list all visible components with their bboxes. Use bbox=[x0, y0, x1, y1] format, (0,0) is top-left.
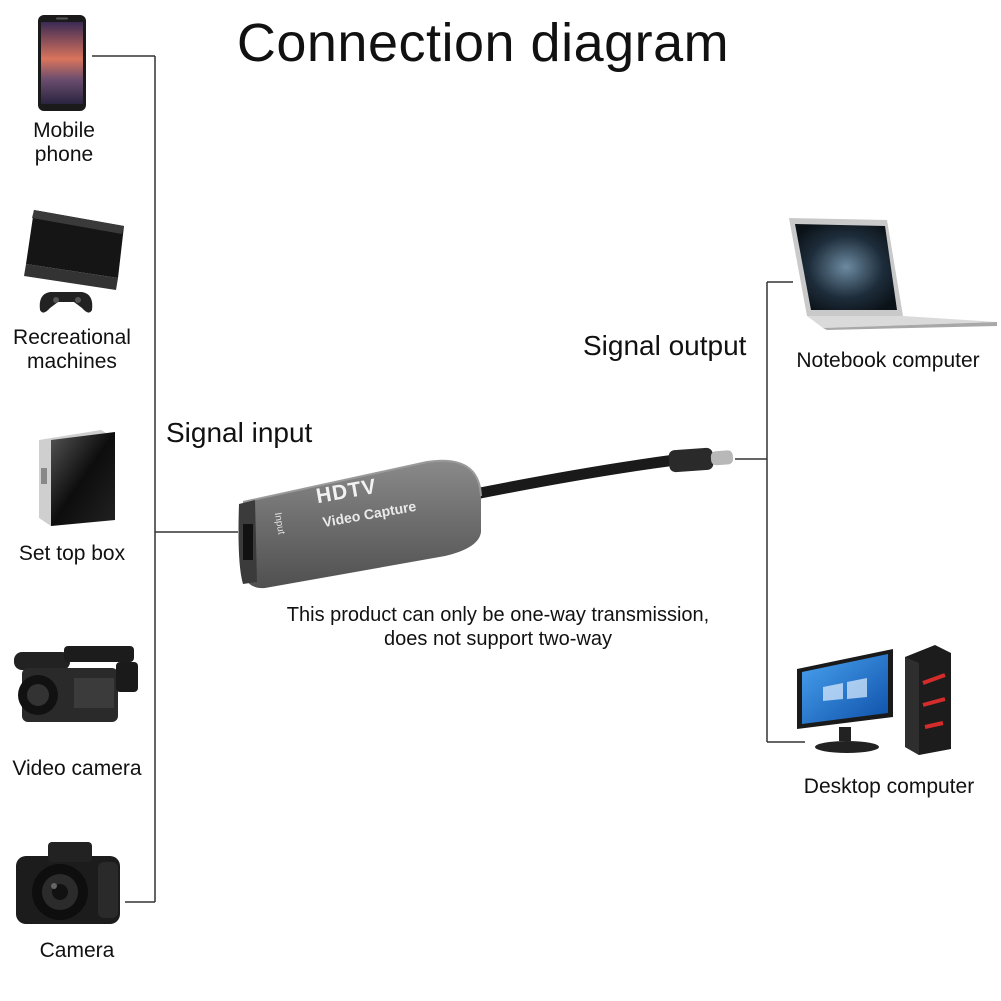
video-capture-dongle-icon bbox=[238, 447, 734, 589]
input-label-mobile-phone: Mobile phone bbox=[33, 119, 95, 166]
set-top-box-icon bbox=[39, 430, 115, 526]
input-label-set-top-box: Set top box bbox=[18, 542, 126, 565]
desktop-computer-icon bbox=[797, 645, 951, 755]
signal-input-label: Signal input bbox=[166, 417, 313, 448]
input-label-camera: Camera bbox=[39, 939, 115, 962]
diagram-title: Connection diagram bbox=[236, 13, 730, 73]
video-camera-icon bbox=[14, 646, 138, 722]
one-way-note: This product can only be one-way transmi… bbox=[286, 604, 710, 650]
camera-icon bbox=[16, 842, 120, 924]
input-label-recreational-machines: Recreational machines bbox=[13, 326, 131, 373]
game-console-icon bbox=[24, 210, 124, 313]
signal-output-label: Signal output bbox=[583, 330, 747, 361]
laptop-icon bbox=[789, 218, 997, 330]
output-label-desktop-computer: Desktop computer bbox=[803, 775, 975, 798]
mobile-phone-icon bbox=[38, 15, 86, 111]
input-label-video-camera: Video camera bbox=[12, 757, 142, 780]
output-label-notebook-computer: Notebook computer bbox=[796, 349, 980, 372]
